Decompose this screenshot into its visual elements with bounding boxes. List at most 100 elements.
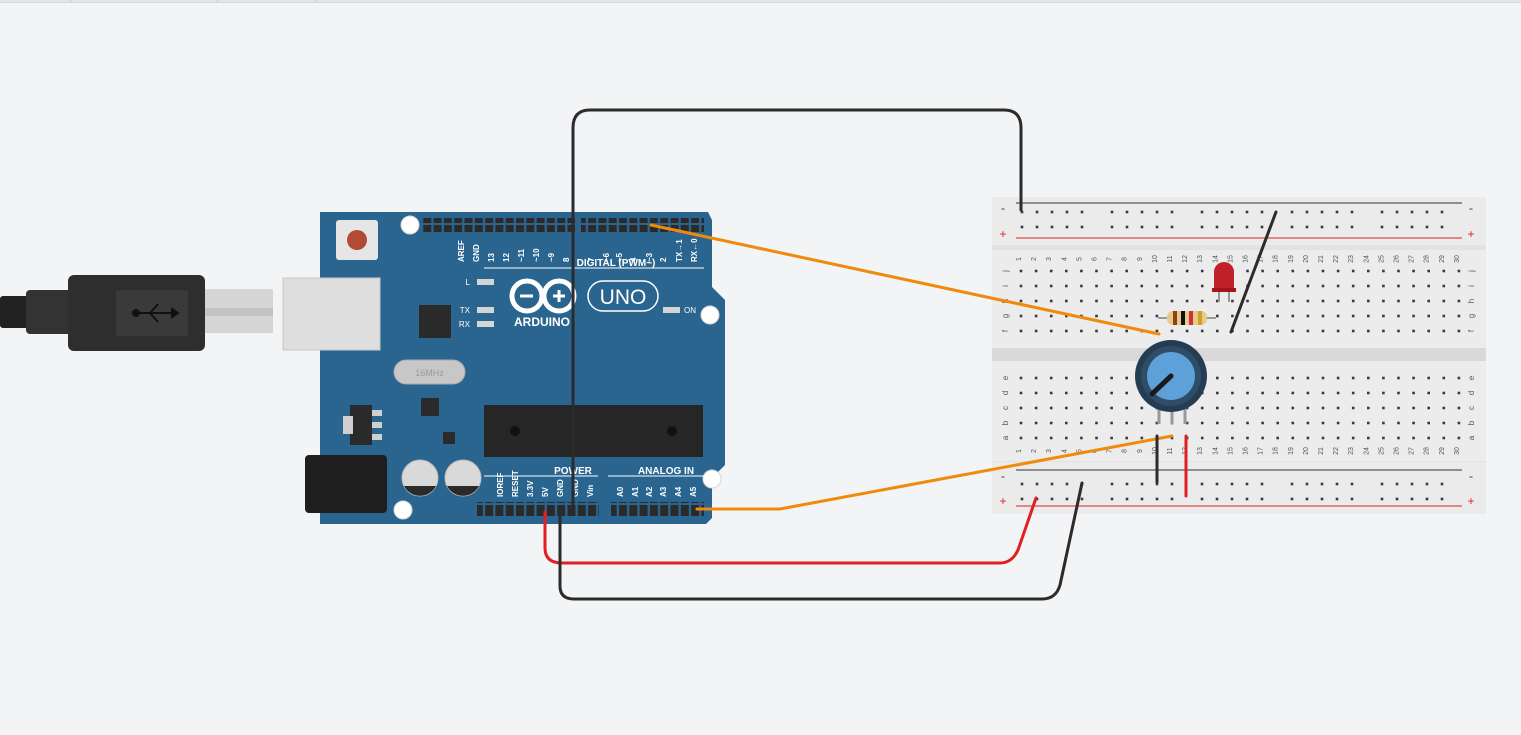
digital-header-left[interactable] bbox=[423, 218, 575, 232]
column-label: 5 bbox=[1076, 449, 1083, 453]
usb-icon bbox=[132, 303, 180, 323]
column-label: 29 bbox=[1439, 447, 1446, 455]
column-label: 19 bbox=[1288, 255, 1295, 263]
rail-plus-label: + bbox=[999, 494, 1006, 508]
column-label: 1 bbox=[1016, 257, 1023, 261]
svg-text:16MHz: 16MHz bbox=[415, 368, 444, 378]
pin-label: ~9 bbox=[547, 252, 556, 262]
pin-label: RESET bbox=[511, 470, 520, 497]
column-label: 23 bbox=[1348, 447, 1355, 455]
column-label: 13 bbox=[1197, 255, 1204, 263]
pin-label: Vin bbox=[586, 485, 595, 497]
row-label: g bbox=[1467, 314, 1476, 318]
wire-orange-pin3 bbox=[649, 223, 1161, 336]
column-label: 18 bbox=[1273, 255, 1280, 263]
rail-plus-label: + bbox=[999, 227, 1006, 241]
column-label: 22 bbox=[1333, 255, 1340, 263]
breadboard[interactable]: - - + + - - + + 112233445566778899101011… bbox=[992, 197, 1486, 514]
pin-label: TX→1 bbox=[675, 239, 684, 262]
row-label: e bbox=[1467, 375, 1476, 380]
column-label: 9 bbox=[1137, 257, 1144, 261]
column-label: 14 bbox=[1212, 255, 1219, 263]
pin-label: AREF bbox=[457, 240, 466, 262]
column-label: 10 bbox=[1152, 255, 1159, 263]
column-label: 7 bbox=[1107, 257, 1114, 261]
pin-label: A2 bbox=[645, 486, 654, 497]
column-label: 1 bbox=[1016, 449, 1023, 453]
pin-label: 5V bbox=[541, 487, 550, 497]
column-label: 4 bbox=[1061, 257, 1068, 261]
row-label: e bbox=[1001, 375, 1010, 380]
column-label: 26 bbox=[1394, 447, 1401, 455]
column-label: 2 bbox=[1031, 257, 1038, 261]
led-label-l: L bbox=[466, 278, 471, 287]
top-toolbar-edge bbox=[0, 0, 1521, 3]
pin-label: 12 bbox=[502, 253, 511, 262]
pin-label: A3 bbox=[659, 486, 668, 497]
column-label: 5 bbox=[1076, 257, 1083, 261]
wire-black-gnd-bottom bbox=[558, 481, 1084, 601]
column-label: 2 bbox=[1031, 449, 1038, 453]
column-label: 24 bbox=[1363, 447, 1370, 455]
brand-label: ARDUINO bbox=[514, 315, 570, 329]
tab-separator bbox=[70, 0, 71, 3]
row-label: j bbox=[1001, 270, 1010, 273]
column-label: 9 bbox=[1137, 449, 1144, 453]
led-label-rx: RX bbox=[459, 320, 471, 329]
pin-label: ~10 bbox=[532, 248, 541, 262]
column-label: 28 bbox=[1424, 255, 1431, 263]
column-label: 13 bbox=[1197, 447, 1204, 455]
led[interactable] bbox=[1212, 262, 1236, 302]
pin-label: 8 bbox=[562, 257, 571, 262]
wire-orange-a5 bbox=[695, 434, 1174, 511]
wire-black-gnd-top bbox=[571, 108, 1023, 508]
column-label: 22 bbox=[1333, 447, 1340, 455]
led-label-on: ON bbox=[684, 306, 696, 315]
pin-label: 2 bbox=[659, 257, 668, 262]
column-label: 26 bbox=[1394, 255, 1401, 263]
pin-label: A5 bbox=[689, 486, 698, 497]
usb-cable[interactable] bbox=[0, 275, 273, 351]
row-label: d bbox=[1001, 391, 1010, 395]
column-label: 7 bbox=[1107, 449, 1114, 453]
usb-chip bbox=[419, 305, 451, 338]
column-label: 25 bbox=[1378, 255, 1385, 263]
rail-plus-label: + bbox=[1467, 227, 1474, 241]
pin-label: IOREF bbox=[496, 472, 505, 497]
row-label: f bbox=[1001, 329, 1010, 332]
rail-minus-label: - bbox=[1469, 469, 1473, 483]
usb-port bbox=[282, 277, 381, 351]
reset-button[interactable] bbox=[336, 220, 378, 260]
analog-header-label: ANALOG IN bbox=[638, 466, 694, 477]
column-label: 12 bbox=[1182, 255, 1189, 263]
capacitor bbox=[444, 459, 482, 497]
row-label: i bbox=[1001, 285, 1010, 287]
row-label: b bbox=[1001, 420, 1010, 425]
pin-label: RX←0 bbox=[690, 238, 699, 262]
power-header[interactable] bbox=[477, 502, 599, 516]
column-label: 23 bbox=[1348, 255, 1355, 263]
resistor[interactable] bbox=[1158, 311, 1216, 325]
column-label: 25 bbox=[1378, 447, 1385, 455]
column-label: 21 bbox=[1318, 255, 1325, 263]
row-label: a bbox=[1001, 435, 1010, 440]
row-label: g bbox=[1001, 314, 1010, 318]
potentiometer[interactable] bbox=[1135, 340, 1207, 424]
pin-label: ~3 bbox=[645, 252, 654, 262]
arduino-uno-board[interactable]: 16MHz L TX RX ON ARDUINO UNO DIGITAL (PW… bbox=[282, 212, 725, 524]
column-label: 15 bbox=[1227, 255, 1234, 263]
column-label: 28 bbox=[1424, 447, 1431, 455]
column-label: 29 bbox=[1439, 255, 1446, 263]
column-label: 10 bbox=[1152, 447, 1159, 455]
column-label: 3 bbox=[1046, 449, 1053, 453]
crystal-oscillator: 16MHz bbox=[393, 359, 466, 385]
column-label: 19 bbox=[1288, 447, 1295, 455]
digital-header-label: DIGITAL (PWM~) bbox=[577, 258, 656, 269]
wires[interactable] bbox=[543, 108, 1278, 601]
analog-header[interactable] bbox=[611, 502, 704, 516]
column-label: 6 bbox=[1092, 257, 1099, 261]
voltage-regulator bbox=[350, 405, 372, 445]
row-label: b bbox=[1467, 420, 1476, 425]
digital-header-right[interactable] bbox=[581, 218, 704, 232]
